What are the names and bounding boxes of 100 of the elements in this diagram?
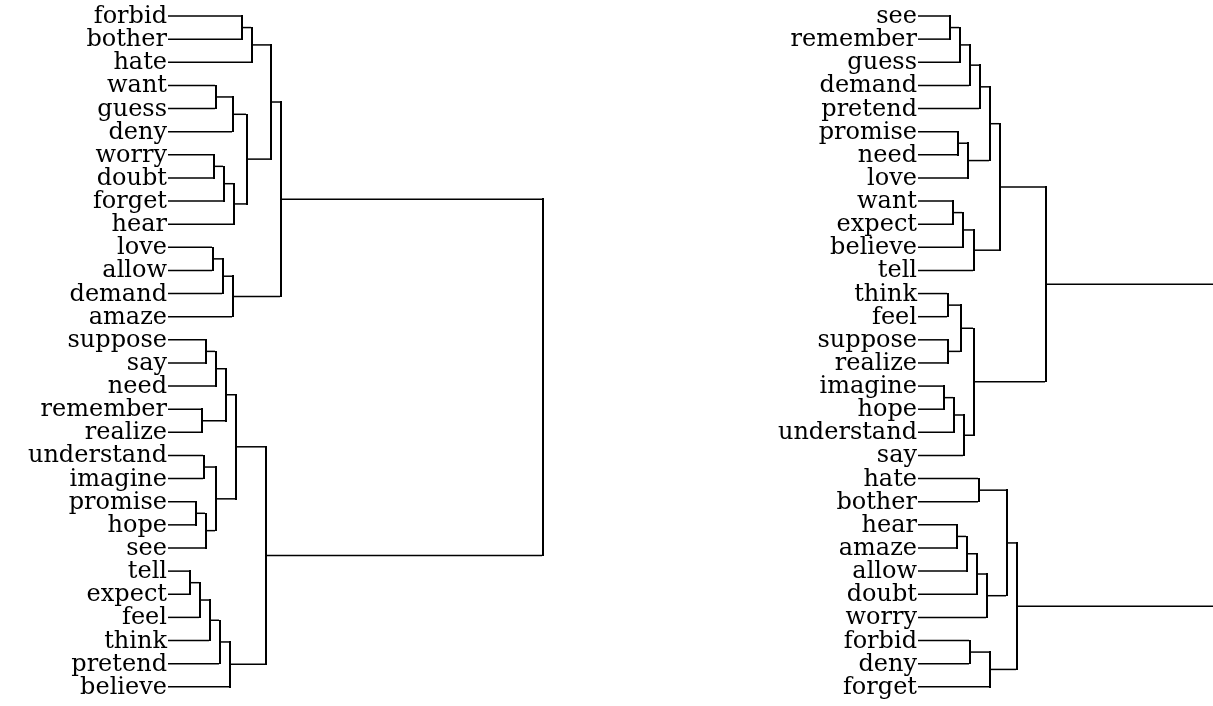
leaf-label: imagine — [819, 374, 917, 398]
dendrogram-branch — [251, 44, 271, 46]
dendrogram-branch — [167, 547, 206, 549]
dendrogram-branch — [1006, 542, 1017, 544]
leaf-label: say — [876, 443, 917, 467]
dendrogram-branch — [917, 246, 963, 249]
dendrogram-branch — [917, 107, 980, 110]
dendrogram-branch — [917, 593, 977, 595]
dendrogram-branch — [167, 501, 196, 503]
leaf-label: bother — [836, 489, 917, 513]
dendrogram-branch — [959, 44, 970, 46]
dendrogram-branch — [917, 477, 979, 480]
dendrogram-branch — [229, 663, 266, 666]
leaf-label: forbid — [93, 4, 167, 27]
dendrogram-branch — [167, 269, 213, 272]
dendrogram-branch — [167, 570, 190, 572]
dendrogram-branch — [917, 385, 944, 387]
leaf-label: hate — [113, 50, 167, 74]
dendrogram-branch — [167, 84, 216, 87]
leaf-label: demand — [69, 281, 167, 305]
leaf-label: guess — [847, 50, 917, 74]
leaf-label: think — [854, 281, 917, 305]
dendrogram-branch — [167, 616, 200, 619]
dendrogram-branch — [222, 275, 233, 277]
leaf-label: remember — [40, 397, 167, 421]
leaf-label: guess — [97, 96, 167, 120]
dendrogram-branch — [917, 408, 944, 410]
leaf-label: believe — [80, 674, 167, 698]
dendrogram-branch — [215, 96, 233, 98]
dendrogram-branch — [201, 420, 226, 422]
leaf-label: forbid — [843, 628, 917, 652]
leaf-label: say — [126, 350, 167, 374]
dendrogram-branch — [280, 198, 543, 200]
dendrogram-branch — [167, 246, 213, 249]
dendrogram-branch — [986, 594, 1007, 597]
dendrogram-branch — [1045, 283, 1213, 286]
leaf-label: suppose — [817, 327, 917, 351]
dendrogram-branch — [969, 651, 990, 653]
dendrogram-branch — [225, 394, 236, 396]
dendrogram-branch — [917, 547, 957, 549]
dendrogram-branch — [215, 498, 236, 500]
dendrogram-branch — [167, 223, 234, 225]
dendrogram-branch — [235, 446, 266, 448]
dendrogram-branch — [917, 61, 960, 63]
dendrogram-branch — [167, 385, 216, 387]
leaf-label: feel — [872, 304, 917, 328]
leaf-label: see — [126, 536, 167, 559]
leaf-label: expect — [86, 582, 167, 606]
dendrogram-branch — [917, 154, 958, 156]
dendrogram-branch — [167, 686, 230, 688]
leaf-label: hear — [111, 212, 167, 236]
dendrogram-branch — [967, 159, 990, 162]
dendrogram-branch — [199, 599, 210, 601]
dendrogram-branch — [979, 86, 990, 88]
dendrogram-branch — [167, 15, 242, 17]
leaf-label: believe — [830, 235, 917, 259]
leaf-label: love — [117, 235, 167, 259]
dendrogram-branch — [917, 15, 950, 17]
dendrogram-branch — [917, 177, 968, 179]
dendrogram-branch — [167, 477, 204, 480]
dendrogram-branch — [246, 158, 271, 160]
dendrogram-branch — [167, 408, 202, 410]
dendrogram-branch — [917, 686, 990, 688]
leaf-label: remember — [790, 27, 917, 51]
leaf-label: bother — [86, 27, 167, 51]
dendrogram-branch — [917, 362, 948, 364]
dendrogram-branch — [167, 130, 233, 133]
dendrogram-branch — [219, 641, 230, 643]
dendrogram-branch — [917, 130, 958, 133]
leaf-label: deny — [108, 119, 167, 143]
dendrogram-branch — [917, 315, 948, 318]
leaf-label: see — [876, 4, 917, 27]
dendrogram-branch — [167, 61, 252, 63]
leaf-label: amaze — [838, 536, 917, 559]
leaf-label: hear — [861, 512, 917, 536]
dendrogram-branch — [167, 639, 210, 642]
dendrogram-branch — [953, 414, 964, 416]
leaf-label: hope — [857, 397, 917, 421]
dendrogram-branch — [167, 154, 214, 156]
dendrogram-branch — [917, 639, 970, 642]
dendrogram-branch — [917, 223, 953, 225]
dendrogram-branch — [917, 570, 967, 572]
leaf-label: need — [107, 374, 167, 398]
leaf-label: think — [104, 628, 167, 652]
leaf-label: need — [857, 142, 917, 166]
leaf-label: doubt — [846, 582, 917, 606]
leaf-label: amaze — [88, 304, 167, 328]
leaf-label: forget — [93, 189, 167, 213]
dendrogram-branch — [917, 616, 987, 619]
leaf-label: deny — [858, 651, 917, 675]
dendrogram-branch — [167, 524, 196, 526]
dendrogram-branch — [232, 295, 281, 298]
dendrogram-branch — [962, 229, 974, 231]
dendrogram-branch — [957, 142, 968, 144]
dendrogram-branch — [917, 431, 954, 434]
dendrogram-branch — [167, 454, 204, 457]
dendrogram-branch — [167, 292, 223, 295]
dendrogram-branch — [917, 269, 974, 272]
dendrogram-branch — [978, 489, 1007, 491]
dendrogram-branch — [963, 434, 974, 436]
